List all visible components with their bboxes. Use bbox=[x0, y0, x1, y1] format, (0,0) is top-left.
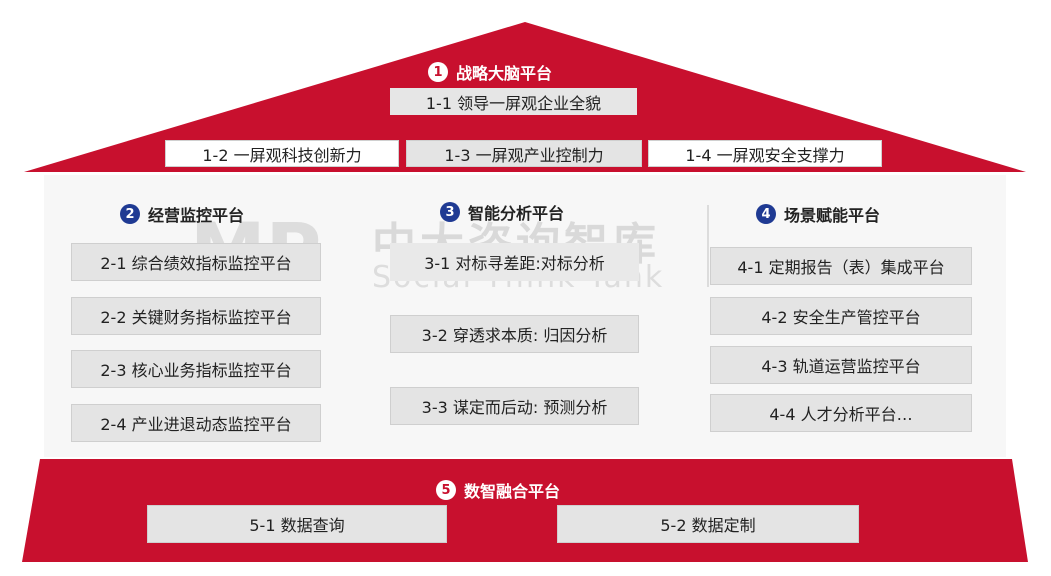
number-badge-2: 2 bbox=[120, 204, 140, 224]
col2-item-4: 2-4 产业进退动态监控平台 bbox=[71, 404, 321, 442]
roof-item-1: 1-1 领导一屏观企业全貌 bbox=[390, 88, 637, 115]
roof-item-2: 1-2 一屏观科技创新力 bbox=[165, 140, 399, 167]
roof-item-4: 1-4 一屏观安全支撑力 bbox=[648, 140, 882, 167]
roof-title: 1 战略大脑平台 bbox=[428, 60, 552, 84]
col4-item-1: 4-1 定期报告（表）集成平台 bbox=[710, 247, 972, 285]
base-item-1: 5-1 数据查询 bbox=[147, 505, 447, 543]
base-item-2: 5-2 数据定制 bbox=[557, 505, 859, 543]
number-badge-4: 4 bbox=[756, 204, 776, 224]
col4-title-text: 场景赋能平台 bbox=[784, 206, 881, 225]
base-title: 5 数智融合平台 bbox=[436, 478, 560, 502]
col3-item-1: 3-1 对标寻差距:对标分析 bbox=[390, 243, 639, 281]
col2-item-2: 2-2 关键财务指标监控平台 bbox=[71, 297, 321, 335]
col3-title-text: 智能分析平台 bbox=[468, 204, 565, 223]
col2-item-3: 2-3 核心业务指标监控平台 bbox=[71, 350, 321, 388]
col4-item-3: 4-3 轨道运营监控平台 bbox=[710, 346, 972, 384]
watermark-divider bbox=[707, 205, 709, 287]
col4-title: 4 场景赋能平台 bbox=[756, 202, 880, 226]
col2-item-1: 2-1 综合绩效指标监控平台 bbox=[71, 243, 321, 281]
roof-title-text: 战略大脑平台 bbox=[456, 64, 553, 83]
base-title-text: 数智融合平台 bbox=[464, 482, 561, 501]
col3-item-2: 3-2 穿透求本质: 归因分析 bbox=[390, 315, 639, 353]
col2-title-text: 经营监控平台 bbox=[148, 206, 245, 225]
roof-item-3: 1-3 一屏观产业控制力 bbox=[406, 140, 642, 167]
col4-item-4: 4-4 人才分析平台… bbox=[710, 394, 972, 432]
number-badge-5: 5 bbox=[436, 480, 456, 500]
col2-title: 2 经营监控平台 bbox=[120, 202, 244, 226]
col3-title: 3 智能分析平台 bbox=[440, 200, 564, 224]
number-badge-3: 3 bbox=[440, 202, 460, 222]
col3-item-3: 3-3 谋定而后动: 预测分析 bbox=[390, 387, 639, 425]
col4-item-2: 4-2 安全生产管控平台 bbox=[710, 297, 972, 335]
number-badge-1: 1 bbox=[428, 62, 448, 82]
